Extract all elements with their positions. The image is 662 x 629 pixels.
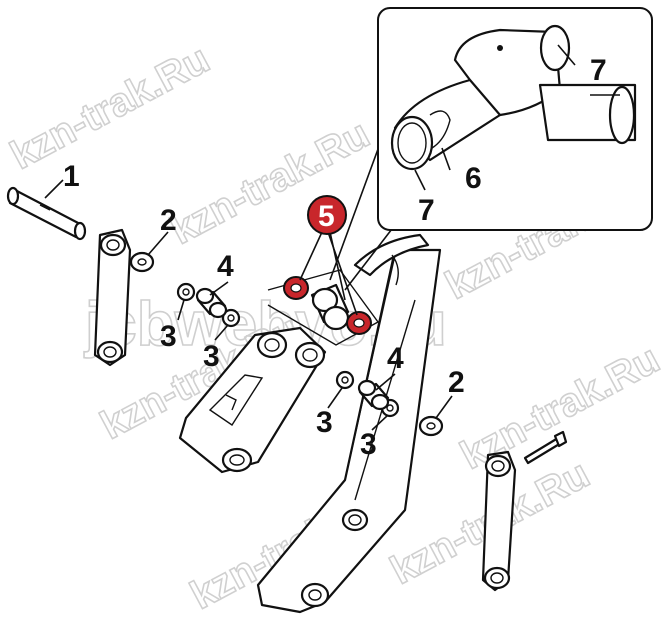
label-part-7: 7 — [418, 194, 435, 227]
watermark-text: kzn-trak.Ru — [4, 37, 217, 178]
watermark-text: kzn-trak.Ru — [164, 112, 377, 253]
right-link — [481, 450, 517, 592]
label-part-7: 7 — [590, 54, 607, 87]
seal-part-3 — [335, 370, 355, 390]
seal-part-3 — [176, 282, 196, 302]
boom-arm — [256, 233, 442, 614]
watermark-text: kzn-trak.Ru — [454, 337, 662, 478]
label-part-3: 3 — [203, 340, 220, 373]
label-part-2: 2 — [160, 204, 177, 237]
callout-part-5 — [307, 195, 347, 235]
pin-part-1 — [6, 186, 87, 241]
bushing-part-4-right — [357, 379, 390, 411]
label-part-3: 3 — [360, 428, 377, 461]
seal-part-3 — [221, 308, 241, 328]
label-part-6: 6 — [465, 162, 482, 195]
washer-part-2-right — [418, 415, 444, 437]
left-link — [93, 228, 132, 367]
tipping-link — [178, 326, 327, 474]
label-part-4: 4 — [387, 342, 404, 375]
detail-inset — [377, 7, 653, 231]
label-part-1: 1 — [63, 160, 80, 193]
label-part-3: 3 — [316, 406, 333, 439]
bushing-part-4-left — [195, 287, 228, 319]
pivot-assembly-part-5 — [267, 269, 380, 346]
washer-part-2-left — [129, 251, 155, 273]
bolt — [523, 430, 568, 465]
label-part-2: 2 — [448, 366, 465, 399]
label-part-5: 5 — [318, 200, 335, 233]
label-part-3: 3 — [160, 320, 177, 353]
label-part-4: 4 — [217, 250, 234, 283]
